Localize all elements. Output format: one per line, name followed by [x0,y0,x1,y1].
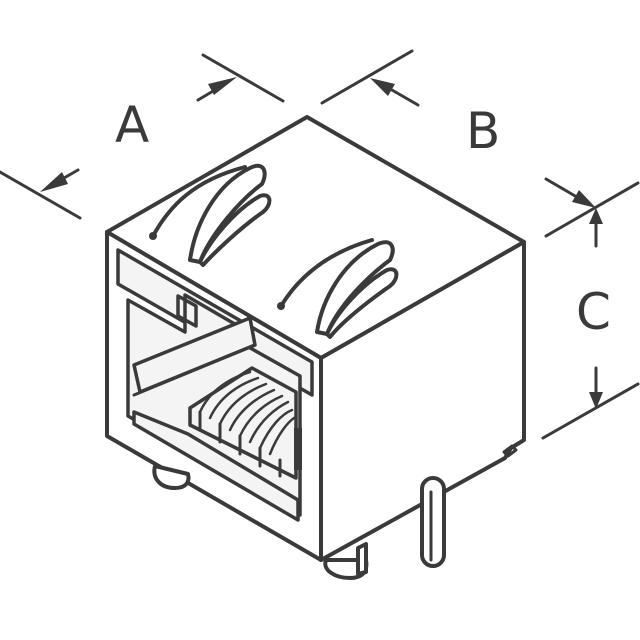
dimension-c-lines [541,181,640,440]
dimension-a-lines [0,53,285,220]
pin [420,476,446,568]
mounting-posts [152,464,446,580]
contact-pins [198,370,296,478]
dimension-b-lines [320,49,596,208]
rj45-port [116,248,314,522]
dimension-label-c: C [576,283,611,341]
dimension-label-b: B [466,102,501,160]
dimension-label-a: A [115,96,150,154]
latch-tabs [149,163,399,339]
